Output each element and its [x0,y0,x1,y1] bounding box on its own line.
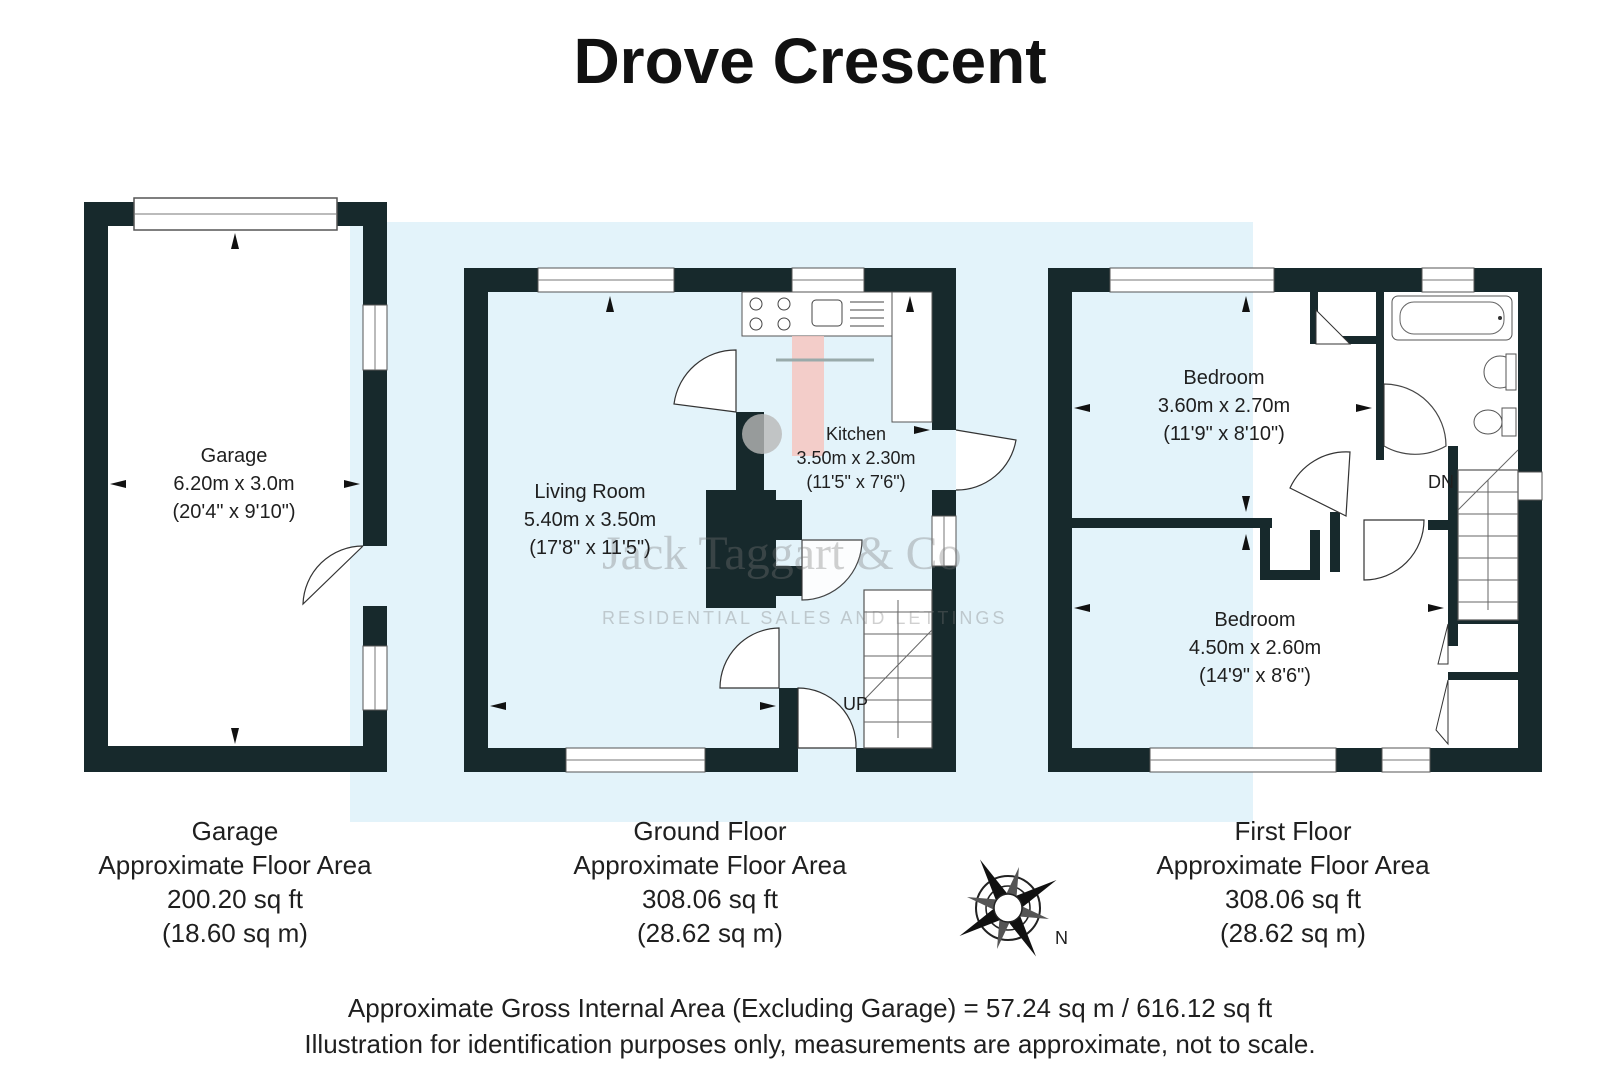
floor-sqm: (28.62 sq m) [637,918,783,948]
floor-sqm: (18.60 sq m) [162,918,308,948]
first-floor-plan [1048,268,1542,772]
floor-caption: Approximate Floor Area [573,850,847,880]
floor-name: Ground Floor [633,816,787,846]
watermark-brand: Jack Taggart & Co [602,527,962,580]
stairs-up-label: UP [843,694,869,714]
floor-area-first: First Floor Approximate Floor Area 308.0… [1118,814,1468,950]
room-imperial: (11'5" x 7'6") [806,472,906,492]
ground-floor-plan [464,268,956,772]
room-label-kitchen: Kitchen 3.50m x 2.30m (11'5" x 7'6") [786,422,926,494]
floor-sqft: 308.06 sq ft [642,884,778,914]
floor-sqft: 200.20 sq ft [167,884,303,914]
room-name: Garage [200,445,268,467]
floor-area-garage: Garage Approximate Floor Area 200.20 sq … [60,814,410,950]
room-imperial: (14'9" x 8'6") [1199,665,1311,687]
room-name: Bedroom [1214,609,1296,631]
disclaimer-note: Illustration for identification purposes… [304,1029,1316,1059]
room-metric: 5.40m x 3.50m [523,509,657,531]
footer: Approximate Gross Internal Area (Excludi… [0,990,1620,1062]
plan-title: Drove Crescent [573,25,1047,97]
room-metric: 4.50m x 2.60m [1188,637,1322,659]
room-label-garage: Garage 6.20m x 3.0m (20'4" x 9'10") [134,442,334,526]
compass-north-label: N [1055,928,1068,948]
room-name: Bedroom [1183,367,1265,389]
floor-sqm: (28.62 sq m) [1220,918,1366,948]
floor-area-ground: Ground Floor Approximate Floor Area 308.… [535,814,885,950]
stairs-down-label: DN [1428,472,1454,492]
room-name: Kitchen [825,424,887,444]
room-imperial: (17'8" x 11'5") [529,537,651,559]
compass-rose [959,859,1057,957]
watermark-tagline: RESIDENTIAL SALES AND LETTINGS [602,608,1008,628]
floor-name: First Floor [1234,816,1352,846]
room-name: Living Room [534,481,646,503]
floor-caption: Approximate Floor Area [1156,850,1430,880]
room-metric: 6.20m x 3.0m [173,473,295,495]
room-imperial: (11'9" x 8'10") [1163,423,1285,445]
floor-name: Garage [191,816,279,846]
room-label-bedroom-2: Bedroom 4.50m x 2.60m (14'9" x 8'6") [1155,606,1355,690]
room-label-living-room: Living Room 5.40m x 3.50m (17'8" x 11'5"… [490,478,690,562]
room-metric: 3.60m x 2.70m [1157,395,1291,417]
room-metric: 3.50m x 2.30m [796,448,916,468]
room-label-bedroom-1: Bedroom 3.60m x 2.70m (11'9" x 8'10") [1124,364,1324,448]
garage-plan [84,202,387,772]
room-imperial: (20'4" x 9'10") [172,501,296,523]
gross-area-note: Approximate Gross Internal Area (Excludi… [347,993,1273,1023]
floor-caption: Approximate Floor Area [98,850,372,880]
floor-sqft: 308.06 sq ft [1225,884,1361,914]
